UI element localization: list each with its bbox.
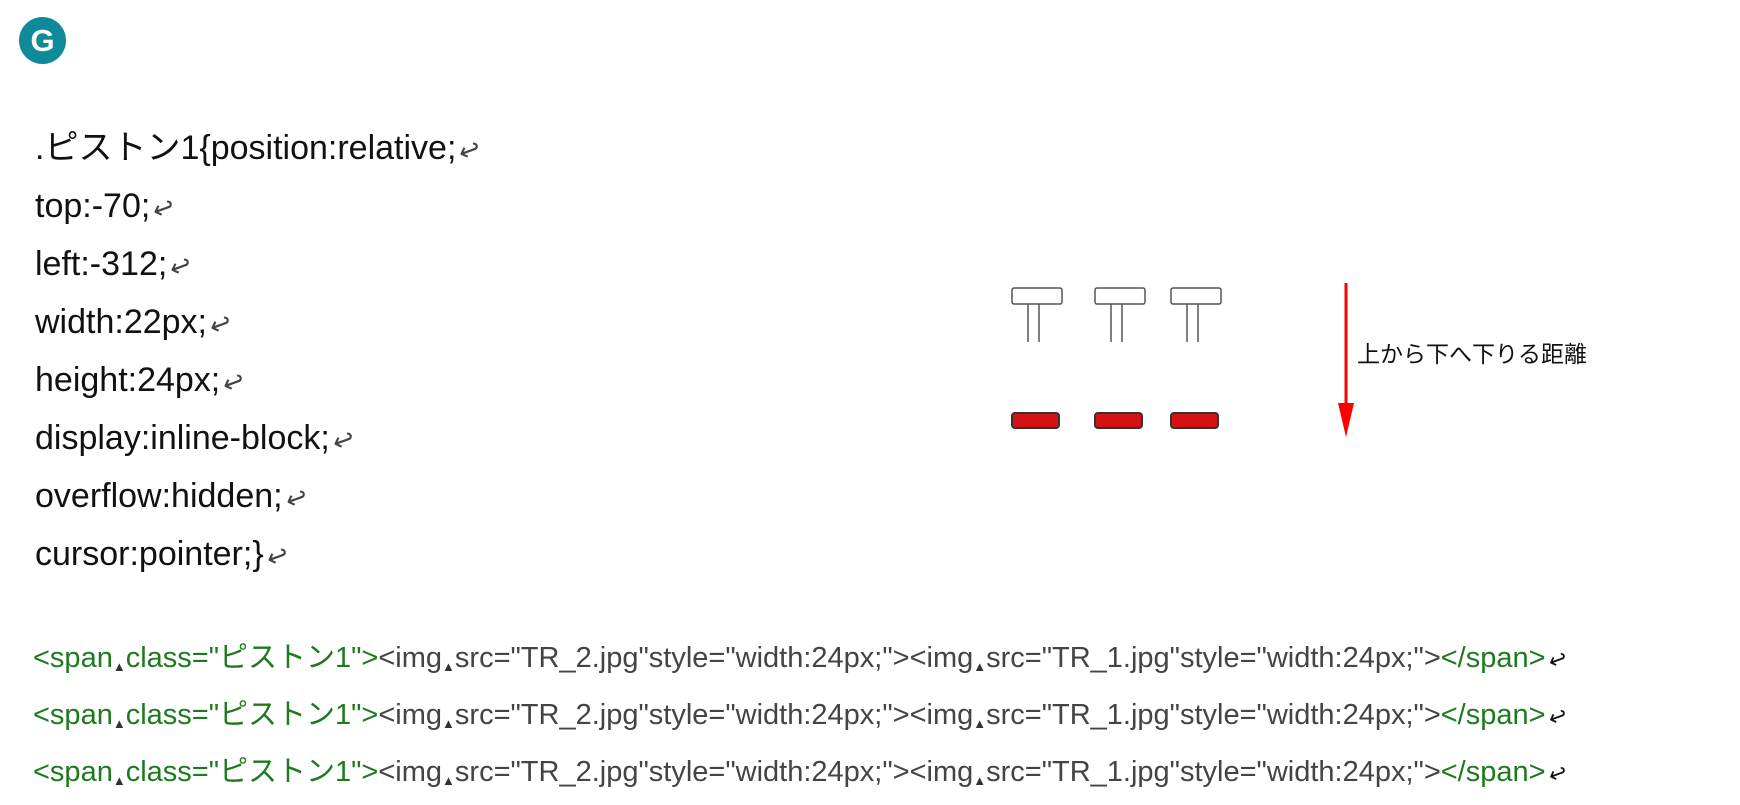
css-code-line: .ピストン1{position:relative;↩: [35, 121, 486, 179]
space-mark-icon: ▲: [442, 716, 455, 731]
space-mark-icon: ▲: [973, 773, 987, 788]
img-src: src="TR_1.jpg"style="width:24px;">: [986, 642, 1441, 674]
return-mark-icon: ↩: [205, 307, 237, 343]
piston-top-icon: [1170, 287, 1222, 342]
tag-close: </span>: [1440, 642, 1546, 674]
piston-pressed-icon: [1011, 412, 1060, 429]
html-code-line: <span▲class="ピストン1"><img▲src="TR_2.jpg"s…: [33, 634, 1571, 691]
img-tag: <img: [909, 642, 974, 674]
img-src: src="TR_2.jpg"style="width:24px;">: [454, 756, 910, 788]
css-line-text: width:22px;: [35, 303, 207, 341]
return-mark-icon: ↩: [218, 365, 250, 401]
piston-top-icon: [1011, 287, 1063, 342]
space-mark-icon: ▲: [112, 659, 126, 674]
class-attr: class="ピストン1">: [125, 756, 379, 788]
return-mark-icon: ↩: [148, 191, 180, 227]
space-mark-icon: ▲: [973, 659, 987, 674]
css-code-line: width:22px;↩: [35, 295, 481, 353]
css-code-block: .ピストン1{position:relative;↩ top:-70;↩ lef…: [35, 121, 486, 585]
html-code-block: <span▲class="ピストン1"><img▲src="TR_2.jpg"s…: [33, 634, 1571, 805]
css-code-line: overflow:hidden;↩: [35, 469, 481, 527]
css-line-text: .ピストン1{position:relative;: [35, 129, 457, 167]
tag-open: <span: [33, 642, 113, 674]
img-src: src="TR_1.jpg"style="width:24px;">: [986, 756, 1441, 788]
class-attr: class="ピストン1">: [125, 699, 379, 731]
tag-close: </span>: [1440, 756, 1546, 788]
img-src: src="TR_2.jpg"style="width:24px;">: [454, 699, 910, 731]
html-code-line: <span▲class="ピストン1"><img▲src="TR_2.jpg"s…: [33, 748, 1571, 805]
space-mark-icon: ▲: [112, 773, 126, 788]
img-src: src="TR_1.jpg"style="width:24px;">: [986, 699, 1441, 731]
piston-pressed-icon: [1170, 412, 1219, 429]
css-code-line: left:-312;↩: [35, 237, 481, 295]
piston-top-icon: [1094, 287, 1146, 342]
css-code-line: top:-70;↩: [35, 179, 481, 237]
distance-label: 上から下へ下りる距離: [1357, 342, 1587, 368]
space-mark-icon: ▲: [442, 659, 455, 674]
css-code-line: cursor:pointer;}↩: [35, 527, 481, 585]
css-line-text: left:-312;: [35, 245, 168, 283]
img-src: src="TR_2.jpg"style="width:24px;">: [454, 642, 910, 674]
space-mark-icon: ▲: [442, 773, 455, 788]
img-tag: <img: [378, 699, 443, 731]
down-arrow-icon: [1338, 283, 1354, 437]
img-tag: <img: [909, 756, 974, 788]
img-tag: <img: [909, 699, 974, 731]
piston-diagram: 上から下へ下りる距離: [1000, 270, 1650, 450]
tag-open: <span: [33, 756, 113, 788]
class-attr: class="ピストン1">: [125, 642, 379, 674]
piston-pressed-icon: [1094, 412, 1143, 429]
tag-close: </span>: [1440, 699, 1546, 731]
css-line-text: display:inline-block;: [35, 419, 330, 457]
space-mark-icon: ▲: [112, 716, 126, 731]
logo-icon: G: [19, 17, 66, 64]
return-mark-icon: ↩: [454, 133, 486, 169]
css-line-text: top:-70;: [35, 187, 151, 225]
css-code-line: display:inline-block;↩: [35, 411, 481, 469]
return-mark-icon: ↩: [165, 249, 197, 285]
css-line-text: overflow:hidden;: [35, 477, 283, 515]
css-line-text: height:24px;: [35, 361, 221, 399]
space-mark-icon: ▲: [973, 716, 987, 731]
tag-open: <span: [33, 699, 113, 731]
html-code-line: <span▲class="ピストン1"><img▲src="TR_2.jpg"s…: [33, 691, 1571, 748]
img-tag: <img: [378, 642, 443, 674]
css-code-line: height:24px;↩: [35, 353, 481, 411]
img-tag: <img: [378, 756, 443, 788]
css-line-text: cursor:pointer;}: [35, 535, 264, 573]
